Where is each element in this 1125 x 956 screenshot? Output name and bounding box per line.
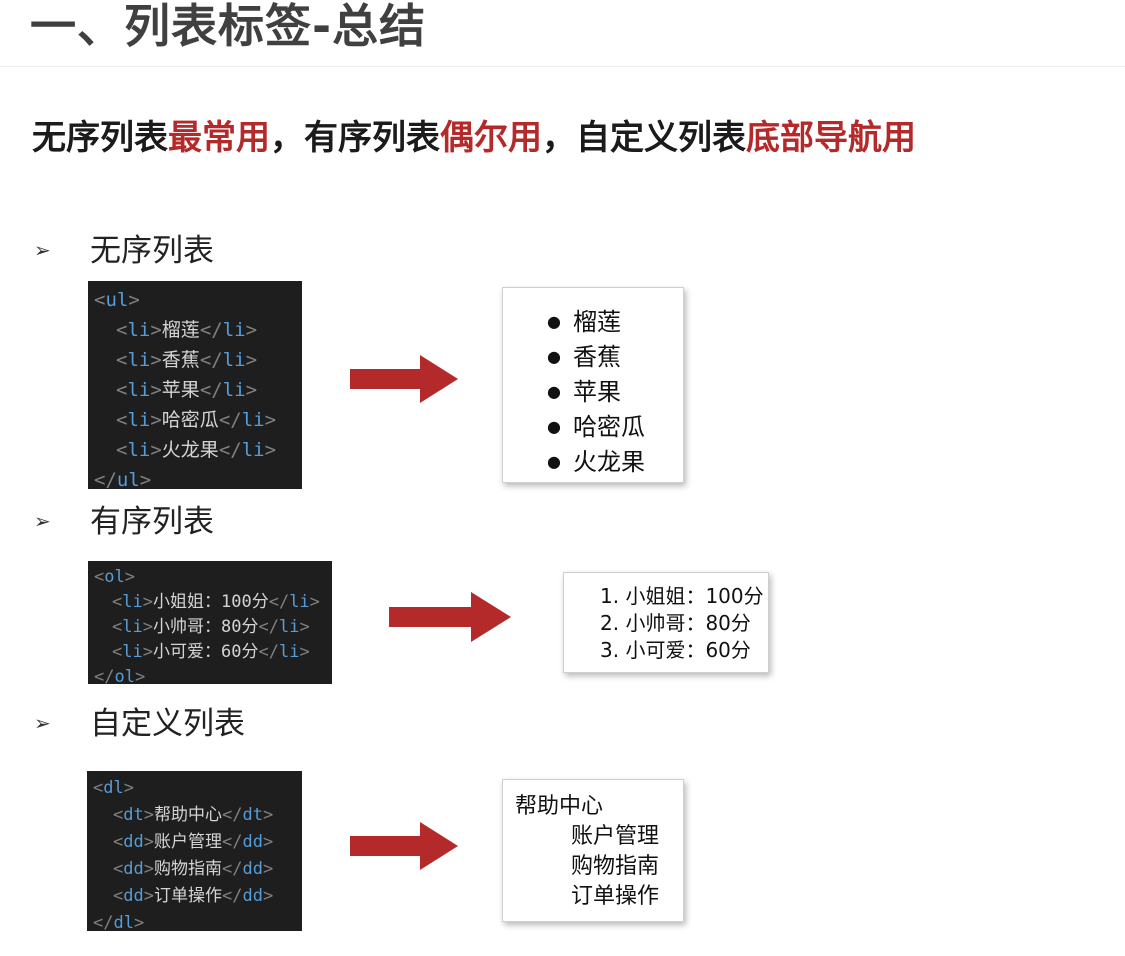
- code-line-open: <ul>: [94, 289, 140, 311]
- definition-description: 账户管理: [571, 824, 660, 849]
- list-item: ●苹果: [547, 378, 621, 406]
- code-line: <li>哈密瓜</li>: [116, 409, 277, 431]
- code-line-close: </ul>: [94, 469, 152, 491]
- code-block-dl: <dl> <dt>帮助中心</dt> <dd>账户管理</dd> <dd>购物指…: [87, 771, 302, 933]
- arrow-right-icon: [350, 355, 458, 403]
- rendered-unordered-list: ●榴莲 ●香蕉 ●苹果 ●哈密瓜 ●火龙果: [502, 287, 684, 483]
- rendered-ordered-list: 1. 小姐姐：100分 2. 小帅哥：80分 3. 小可爱：60分: [563, 572, 769, 673]
- list-item: 1. 小姐姐：100分: [600, 584, 764, 608]
- rendered-definition-list: 帮助中心 账户管理 购物指南 订单操作: [502, 779, 684, 922]
- code-line: <li>香蕉</li>: [116, 349, 258, 371]
- page-title: 一、列表标签-总结: [30, 0, 427, 53]
- list-item: 2. 小帅哥：80分: [600, 611, 751, 635]
- summary-part-1: 无序列表: [32, 118, 168, 158]
- section-label-text: 自定义列表: [90, 706, 245, 742]
- summary-sentence: 无序列表最常用，有序列表偶尔用，自定义列表底部导航用: [32, 116, 916, 160]
- summary-part-3: ，自定义列表: [542, 118, 746, 158]
- list-item: ●香蕉: [547, 343, 621, 371]
- code-line: <dd>账户管理</dd>: [113, 832, 274, 852]
- summary-part-2: ，有序列表: [270, 118, 440, 158]
- section-label-text: 无序列表: [90, 233, 214, 269]
- summary-highlight-2: 偶尔用: [440, 118, 542, 158]
- code-block-ul: <ul> <li>榴莲</li> <li>香蕉</li> <li>苹果</li>…: [88, 281, 302, 491]
- code-line-close: </dl>: [93, 913, 145, 933]
- arrow-right-icon: [389, 592, 511, 642]
- code-line: <dt>帮助中心</dt>: [113, 805, 274, 825]
- code-line: <li>榴莲</li>: [116, 319, 258, 341]
- code-block-ol: <ol> <li>小姐姐：100分</li> <li>小帅哥：80分</li> …: [88, 561, 332, 687]
- code-line: <li>火龙果</li>: [116, 439, 277, 461]
- list-item: ●哈密瓜: [547, 413, 645, 441]
- code-line-open: <ol>: [94, 567, 135, 587]
- code-line: <li>苹果</li>: [116, 379, 258, 401]
- code-line: <dd>购物指南</dd>: [113, 859, 274, 879]
- definition-description: 订单操作: [571, 884, 660, 909]
- code-line-close: </ol>: [94, 667, 146, 687]
- section-label-text: 有序列表: [90, 504, 214, 540]
- triangle-right-icon: ➢: [34, 710, 51, 735]
- list-item: ●榴莲: [547, 308, 621, 336]
- definition-description: 购物指南: [571, 854, 660, 879]
- section-label-ordered: ➢ 有序列表: [34, 503, 214, 543]
- list-item: 3. 小可爱：60分: [600, 638, 751, 662]
- code-line: <dd>订单操作</dd>: [113, 886, 274, 906]
- triangle-right-icon: ➢: [34, 508, 51, 533]
- section-label-unordered: ➢ 无序列表: [34, 232, 214, 272]
- summary-highlight-3: 底部导航用: [746, 118, 916, 158]
- summary-highlight-1: 最常用: [168, 118, 270, 158]
- code-line: <li>小姐姐：100分</li>: [112, 592, 320, 612]
- title-divider: [0, 66, 1125, 67]
- code-line-open: <dl>: [93, 778, 134, 798]
- code-line: <li>小帅哥：80分</li>: [112, 617, 310, 637]
- code-line: <li>小可爱：60分</li>: [112, 642, 310, 662]
- list-item: ●火龙果: [547, 448, 645, 476]
- arrow-right-icon: [350, 822, 458, 870]
- section-label-definition: ➢ 自定义列表: [34, 705, 245, 745]
- definition-term: 帮助中心: [515, 794, 604, 819]
- triangle-right-icon: ➢: [34, 237, 51, 262]
